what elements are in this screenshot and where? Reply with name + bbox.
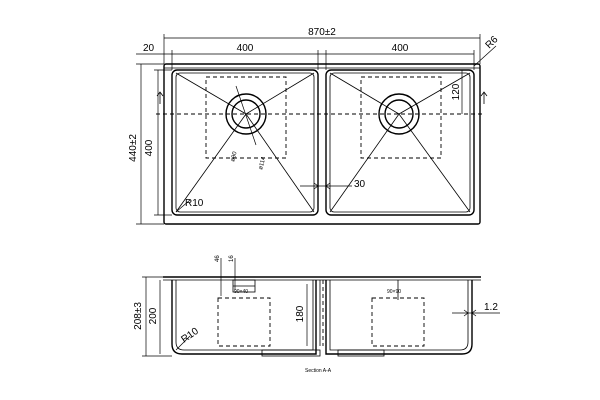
right-bowl-grid-dashed bbox=[360, 76, 442, 159]
dim-drain-inner: ø90 bbox=[230, 150, 239, 162]
dim-drain-outer: ø114 bbox=[258, 156, 267, 171]
section-caption: Section A-A bbox=[305, 368, 332, 374]
left-bowl-outline bbox=[171, 69, 319, 216]
dim-right-bowl-width: 400 bbox=[392, 43, 409, 54]
dim-46: 46 bbox=[215, 255, 221, 262]
right-bowl-diag-3 bbox=[329, 113, 400, 213]
left-bowl-grid-dashed bbox=[205, 76, 287, 159]
dim-center-gap: 30 bbox=[354, 179, 366, 190]
section-right-dashed-box bbox=[371, 297, 425, 347]
right-drain-inner bbox=[384, 99, 414, 129]
right-bowl-outline bbox=[325, 69, 475, 216]
dim-corner-radius: R6 bbox=[484, 34, 501, 51]
bottom-radius-leader bbox=[175, 335, 191, 351]
right-bowl-inner bbox=[329, 72, 471, 213]
drain-diam-leader bbox=[235, 85, 257, 146]
r6-leader bbox=[473, 45, 497, 67]
left-bowl-diag-4 bbox=[245, 113, 315, 213]
left-bowl-diag-1 bbox=[175, 72, 247, 115]
drain-note-left: 90×40 bbox=[234, 289, 248, 295]
dim-overall-height: 440±2 bbox=[128, 134, 139, 162]
section-right-bowl bbox=[325, 280, 473, 355]
dim-drain-offset: 120 bbox=[451, 83, 462, 100]
dim-center-depth: 180 bbox=[295, 305, 306, 322]
bowl-radius-leader bbox=[175, 199, 191, 213]
dim-left-bowl-width: 400 bbox=[237, 43, 254, 54]
right-bowl-diag-1 bbox=[329, 72, 400, 115]
dim-bowl-height: 400 bbox=[144, 139, 155, 156]
drain-note-right: 90×90 bbox=[387, 289, 401, 295]
section-left-outlet bbox=[261, 349, 321, 357]
section-right-outlet bbox=[337, 349, 385, 357]
right-bowl-diag-4 bbox=[398, 113, 471, 213]
dim-bowl-depth: 200 bbox=[148, 307, 159, 324]
dim-bowl-radius: R10 bbox=[185, 198, 204, 209]
left-drain-inner bbox=[231, 99, 261, 129]
dim-thickness: 1.2 bbox=[484, 302, 498, 313]
left-bowl-inner bbox=[175, 72, 315, 213]
section-left-bowl bbox=[171, 280, 317, 355]
section-left-dashed-box bbox=[217, 297, 271, 347]
dim-overall-width: 870±2 bbox=[308, 27, 336, 38]
dim-16: 16 bbox=[229, 255, 235, 262]
dim-left-offset: 20 bbox=[143, 43, 155, 54]
section-view: 208±3 200 46 16 90×40 180 90×90 1.2 R10 … bbox=[133, 255, 500, 374]
left-bowl-diag-2 bbox=[245, 72, 315, 115]
dim-overall-depth: 208±3 bbox=[133, 302, 144, 330]
sink-outer-outline bbox=[163, 63, 481, 225]
section-arrowhead-right bbox=[480, 91, 488, 97]
plan-view: 870±2 20 400 400 R6 440±2 400 120 ø90 ø1… bbox=[128, 27, 501, 225]
dim-bottom-radius: R10 bbox=[179, 326, 201, 346]
